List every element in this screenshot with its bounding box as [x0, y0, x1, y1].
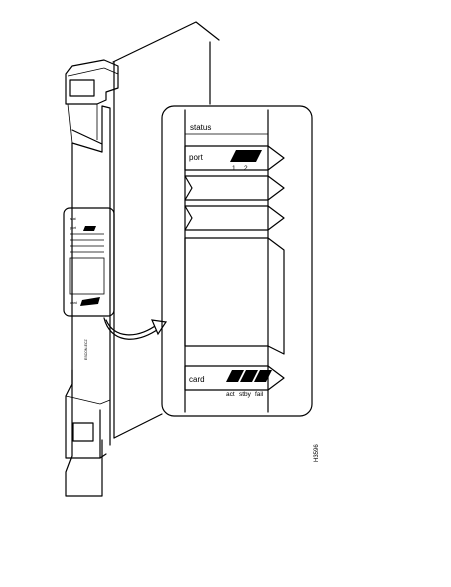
small-panel-port-label: port — [70, 226, 76, 230]
port-label: port — [189, 153, 204, 162]
connector-recess — [184, 237, 285, 355]
card-name-label: ESCON-ECZ — [84, 339, 88, 360]
callout-arrow — [103, 317, 168, 340]
small-led-panel: stat port card — [63, 207, 115, 317]
card-led-act: act — [226, 391, 235, 398]
card-led-indicators — [226, 370, 272, 382]
card-led-fail: fail — [255, 391, 264, 398]
port-led-indicators — [230, 150, 262, 162]
card-led-row: card act stby fail — [184, 365, 285, 398]
figure-id: H3596 — [314, 444, 320, 462]
port-number-1: 1 — [232, 165, 236, 172]
magnified-callout: status port 1 2 card — [161, 105, 313, 417]
card-front-panel: ESCON-ECZ stat port card — [63, 21, 220, 497]
connector-slots — [184, 175, 285, 231]
port-number-2: 2 — [244, 165, 248, 172]
top-ejector-latch — [65, 59, 119, 144]
status-label: status — [190, 123, 211, 132]
bottom-ejector-latch — [65, 369, 111, 459]
small-panel-card-label: card — [70, 301, 77, 305]
card-label: card — [189, 375, 205, 384]
card-led-stby: stby — [239, 391, 252, 398]
port-led-row: port 1 2 — [184, 145, 285, 172]
small-panel-top-label: stat — [70, 217, 76, 221]
